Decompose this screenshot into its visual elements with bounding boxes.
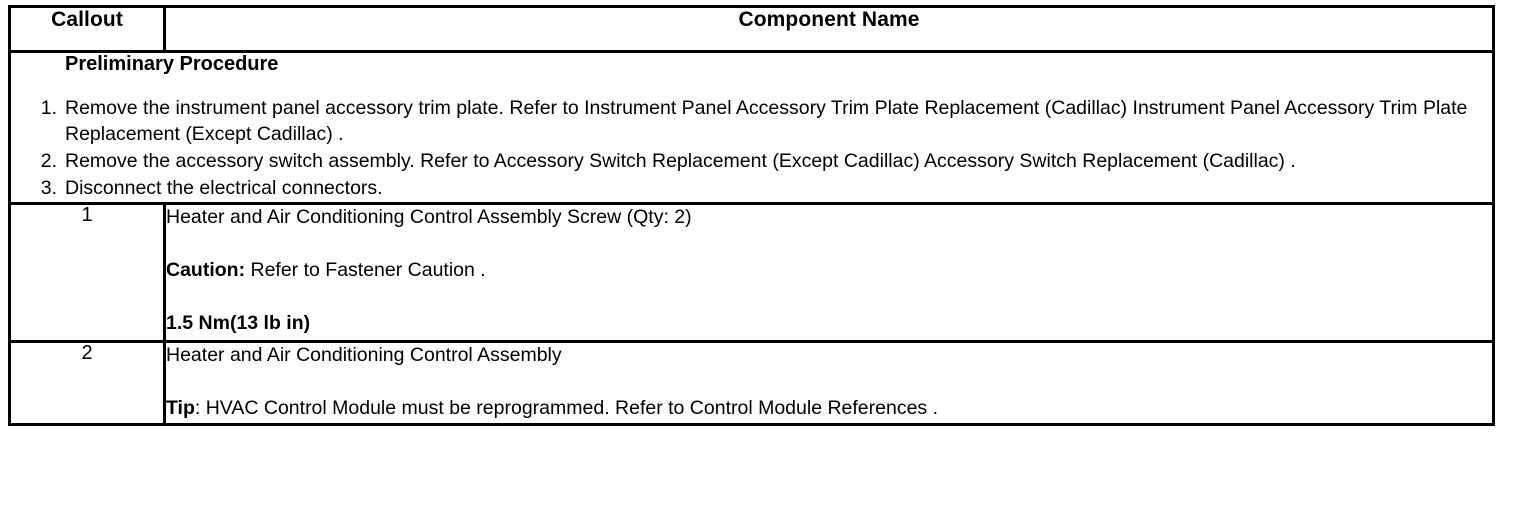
table-body: Preliminary Procedure Remove the instrum… bbox=[8, 50, 1495, 426]
torque-spec-1: 1.5 Nm(13 lb in) bbox=[166, 312, 311, 334]
tip-label: Tip bbox=[166, 397, 195, 419]
caution-note-1: Caution: Refer to Fastener Caution . bbox=[166, 258, 1492, 283]
table-row: 2 Heater and Air Conditioning Control As… bbox=[8, 340, 1495, 426]
preliminary-procedure-title: Preliminary Procedure bbox=[65, 53, 279, 75]
component-cell-2: Heater and Air Conditioning Control Asse… bbox=[163, 340, 1495, 426]
component-name-1: Heater and Air Conditioning Control Asse… bbox=[166, 206, 692, 228]
list-item: Disconnect the electrical connectors. bbox=[31, 175, 383, 201]
preliminary-procedure-cell: Preliminary Procedure Remove the instrum… bbox=[8, 50, 1495, 205]
preliminary-procedure-list: Remove the instrument panel accessory tr… bbox=[11, 95, 1492, 201]
table-row: 1 Heater and Air Conditioning Control As… bbox=[8, 202, 1495, 343]
tip-text: : HVAC Control Module must be reprogramm… bbox=[194, 397, 939, 419]
list-item: Remove the accessory switch assembly. Re… bbox=[31, 148, 1296, 174]
callout-number-2: 2 bbox=[8, 340, 166, 426]
list-item: Remove the instrument panel accessory tr… bbox=[31, 95, 1468, 145]
column-header-component-name: Component Name bbox=[163, 5, 1495, 53]
component-callout-table: Callout Component Name Preliminary Proce… bbox=[8, 5, 1495, 426]
table-header-row: Callout Component Name bbox=[8, 5, 1495, 53]
component-name-2: Heater and Air Conditioning Control Asse… bbox=[166, 344, 562, 366]
tip-note-2: Tip: HVAC Control Module must be reprogr… bbox=[166, 396, 1492, 421]
caution-label: Caution: bbox=[166, 259, 246, 281]
table-header: Callout Component Name bbox=[8, 5, 1495, 53]
preliminary-procedure-row: Preliminary Procedure Remove the instrum… bbox=[8, 50, 1495, 205]
callout-number-1: 1 bbox=[8, 202, 166, 343]
component-cell-1: Heater and Air Conditioning Control Asse… bbox=[163, 202, 1495, 343]
caution-text: Refer to Fastener Caution . bbox=[245, 259, 486, 281]
column-header-callout: Callout bbox=[8, 5, 166, 53]
